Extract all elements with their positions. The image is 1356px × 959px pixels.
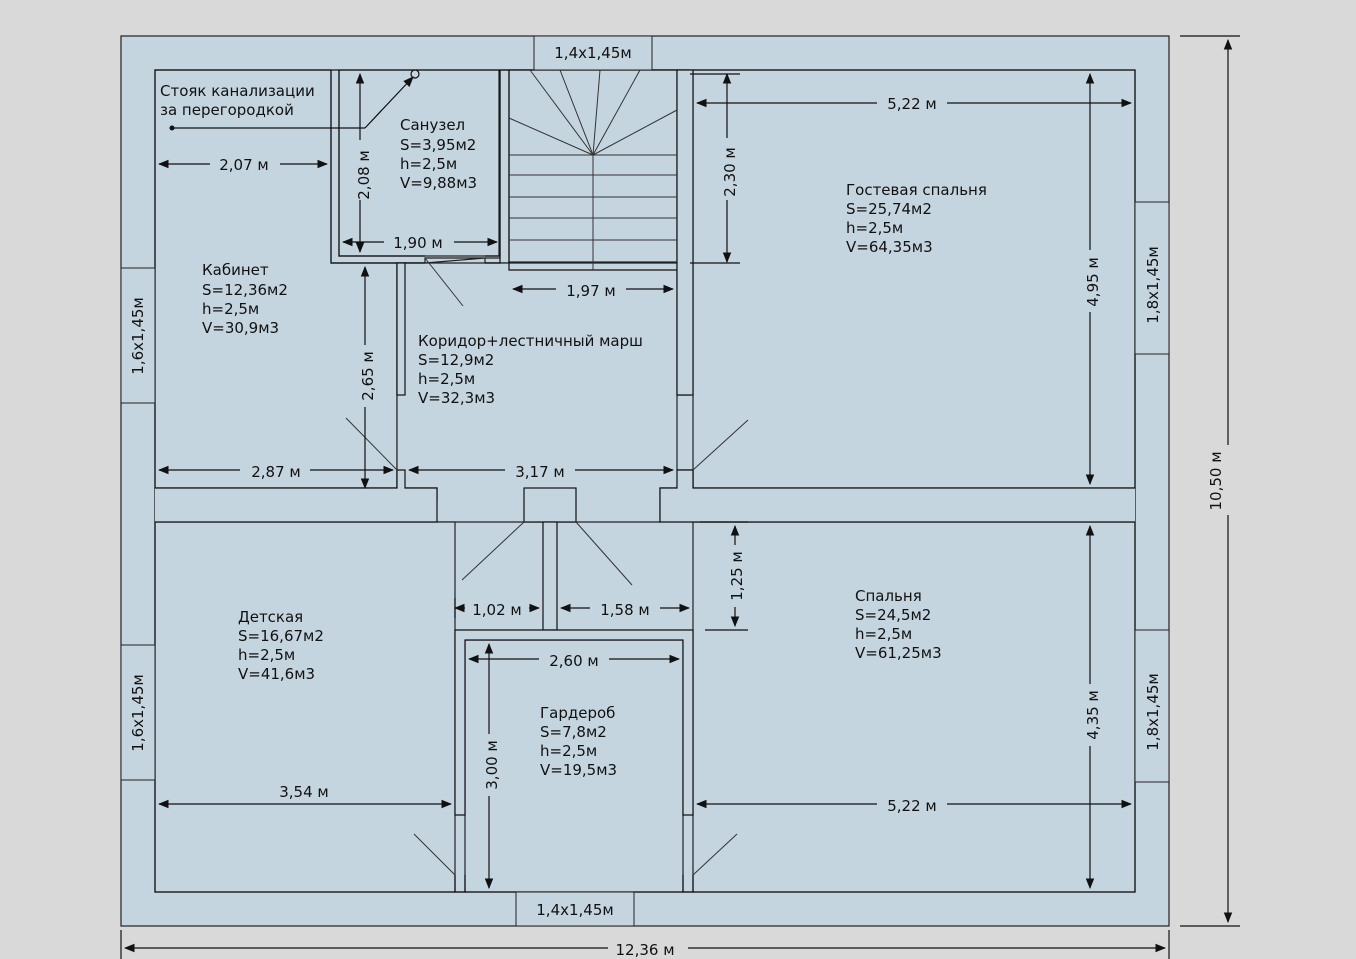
window-left-lower bbox=[120, 644, 156, 781]
staircase bbox=[508, 69, 678, 270]
room-wardrobe-area: S=7,8м2 bbox=[540, 723, 607, 741]
window-right-lower bbox=[1134, 629, 1170, 783]
window-bottom-label: 1,4x1,45м bbox=[536, 901, 613, 919]
dim-kids-width: 3,54 м bbox=[279, 783, 328, 801]
window-right-lower-label: 1,8x1,45м bbox=[1144, 673, 1162, 750]
dim-total-width: 12,36 м bbox=[615, 941, 674, 959]
room-office-area: S=12,36м2 bbox=[202, 281, 288, 299]
window-right-upper bbox=[1134, 201, 1170, 355]
room-kids-area: S=16,67м2 bbox=[238, 627, 324, 645]
room-wardrobe-height: h=2,5м bbox=[540, 742, 597, 760]
room-label-kids: Детская S=16,67м2 h=2,5м V=41,6м3 bbox=[238, 608, 324, 683]
room-label-bedroom: Спальня S=24,5м2 h=2,5м V=61,25м3 bbox=[855, 587, 942, 662]
room-kids-volume: V=41,6м3 bbox=[238, 665, 315, 683]
room-bath-height: h=2,5м bbox=[400, 155, 457, 173]
window-top-label: 1,4x1,45м bbox=[554, 44, 631, 62]
room-bedroom-name: Спальня bbox=[855, 587, 922, 605]
room-guest-height: h=2,5м bbox=[846, 219, 903, 237]
room-label-office: Кабинет S=12,36м2 h=2,5м V=30,9м3 bbox=[202, 261, 288, 337]
riser-marker bbox=[169, 69, 420, 131]
room-corridor-height: h=2,5м bbox=[418, 370, 475, 388]
door-swings bbox=[345, 257, 749, 876]
dim-total-depth: 10,50 м bbox=[1207, 451, 1225, 510]
riser-note: Стояк канализации за перегородкой bbox=[160, 82, 315, 119]
room-corridor-area: S=12,9м2 bbox=[418, 351, 494, 369]
room-guest-volume: V=64,35м3 bbox=[846, 238, 933, 256]
dim-office-upper-width: 2,07 м bbox=[219, 156, 268, 174]
room-wardrobe-name: Гардероб bbox=[540, 704, 615, 722]
dim-wardrobe-depth: 3,00 м bbox=[483, 740, 501, 789]
dim-stair-width: 1,97 м bbox=[566, 282, 615, 300]
room-label-wardrobe: Гардероб S=7,8м2 h=2,5м V=19,5м3 bbox=[540, 704, 617, 779]
dim-wardrobe-door-right: 1,58 м bbox=[600, 601, 649, 619]
window-left-upper bbox=[120, 267, 156, 404]
room-bedroom-area: S=24,5м2 bbox=[855, 606, 931, 624]
room-bath-area: S=3,95м2 bbox=[400, 136, 476, 154]
riser-note-line-2: за перегородкой bbox=[160, 101, 294, 119]
room-bath-volume: V=9,88м3 bbox=[400, 174, 477, 192]
window-top bbox=[533, 35, 653, 71]
dim-corridor-depth: 1,25 м bbox=[728, 551, 746, 600]
dim-bedroom-depth: 4,35 м bbox=[1084, 690, 1102, 739]
dim-stair-height: 2,30 м bbox=[721, 147, 739, 196]
room-bath-name: Санузел bbox=[400, 116, 465, 134]
dim-wardrobe-door-left: 1,02 м bbox=[472, 601, 521, 619]
room-guest-name: Гостевая спальня bbox=[846, 181, 987, 199]
room-kids-name: Детская bbox=[238, 608, 303, 626]
window-bottom bbox=[515, 891, 635, 927]
room-office-name: Кабинет bbox=[202, 261, 269, 279]
dim-guest-depth: 4,95 м bbox=[1084, 257, 1102, 306]
room-bedroom-volume: V=61,25м3 bbox=[855, 644, 942, 662]
windows bbox=[120, 35, 1170, 927]
room-corridor-name: Коридор+лестничный марш bbox=[418, 332, 643, 350]
dim-corridor-width: 3,17 м bbox=[515, 463, 564, 481]
room-guest-area: S=25,74м2 bbox=[846, 200, 932, 218]
room-floors bbox=[154, 69, 1136, 893]
room-label-bath: Санузел S=3,95м2 h=2,5м V=9,88м3 bbox=[400, 116, 477, 192]
room-label-corridor: Коридор+лестничный марш S=12,9м2 h=2,5м … bbox=[418, 332, 643, 407]
dim-bath-width: 1,90 м bbox=[393, 234, 442, 252]
dimension-labels: 5,22 м 2,07 м 2,08 м 2,30 м 1,90 м 1,97 … bbox=[210, 94, 1234, 959]
room-kids-height: h=2,5м bbox=[238, 646, 295, 664]
riser-note-line-1: Стояк канализации bbox=[160, 82, 315, 100]
dim-office-width: 2,87 м bbox=[251, 463, 300, 481]
room-corridor-volume: V=32,3м3 bbox=[418, 389, 495, 407]
interior-walls bbox=[154, 69, 1136, 893]
window-right-upper-label: 1,8x1,45м bbox=[1144, 246, 1162, 323]
dim-wardrobe-width: 2,60 м bbox=[549, 652, 598, 670]
dim-office-lower-depth: 2,65 м bbox=[359, 351, 377, 400]
dim-bath-height: 2,08 м bbox=[355, 150, 373, 199]
room-office-height: h=2,5м bbox=[202, 300, 259, 318]
window-left-lower-label: 1,6x1,45м bbox=[129, 674, 147, 751]
dim-bedroom-width: 5,22 м bbox=[887, 797, 936, 815]
room-office-volume: V=30,9м3 bbox=[202, 319, 279, 337]
room-bedroom-height: h=2,5м bbox=[855, 625, 912, 643]
room-label-guest: Гостевая спальня S=25,74м2 h=2,5м V=64,3… bbox=[846, 181, 987, 256]
dim-guest-width: 5,22 м bbox=[887, 95, 936, 113]
room-wardrobe-volume: V=19,5м3 bbox=[540, 761, 617, 779]
window-labels: 1,4x1,45м 1,4x1,45м 1,6x1,45м 1,6x1,45м … bbox=[129, 44, 1162, 919]
window-left-upper-label: 1,6x1,45м bbox=[129, 297, 147, 374]
